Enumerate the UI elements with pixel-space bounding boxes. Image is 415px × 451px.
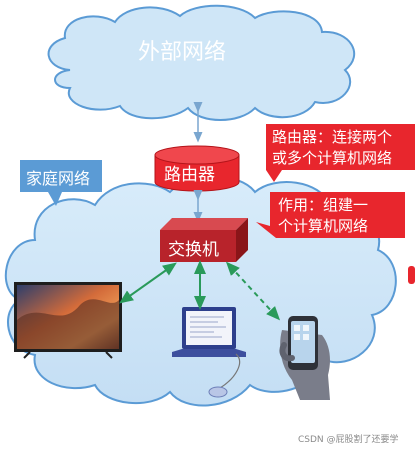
switch-callout-line: 个计算机网络 — [278, 217, 369, 235]
external-network-cloud — [47, 4, 356, 121]
watermark: CSDN @屁股割了还要学 — [298, 435, 399, 445]
edge-marker — [408, 266, 415, 284]
switch-phone-link — [225, 261, 281, 321]
switch-callout-line: 作用：组建一 — [278, 196, 369, 214]
router-callout-bubble — [266, 124, 415, 182]
home-network-label-box — [20, 160, 102, 206]
switch-tv-link — [119, 262, 177, 304]
laptop-icon — [172, 307, 246, 389]
phone-icon — [279, 316, 330, 400]
tv-icon — [14, 282, 122, 359]
external-network-label: 外部网络 — [138, 40, 227, 65]
router-callout-line: 路由器：连接两个 — [272, 128, 393, 146]
mouse-icon — [208, 386, 228, 398]
switch-callout: 作用：组建一 个计算机网络 — [278, 195, 368, 237]
router-callout: 路由器：连接两个 或多个计算机网络 — [272, 127, 392, 169]
router-label: 路由器 — [164, 165, 215, 185]
switch-icon — [160, 218, 248, 262]
switch-label: 交换机 — [168, 240, 219, 260]
router-icon — [154, 145, 240, 192]
switch-callout-bubble — [256, 192, 405, 238]
home-network-label: 家庭网络 — [26, 169, 91, 188]
router-callout-line: 或多个计算机网络 — [272, 149, 393, 167]
